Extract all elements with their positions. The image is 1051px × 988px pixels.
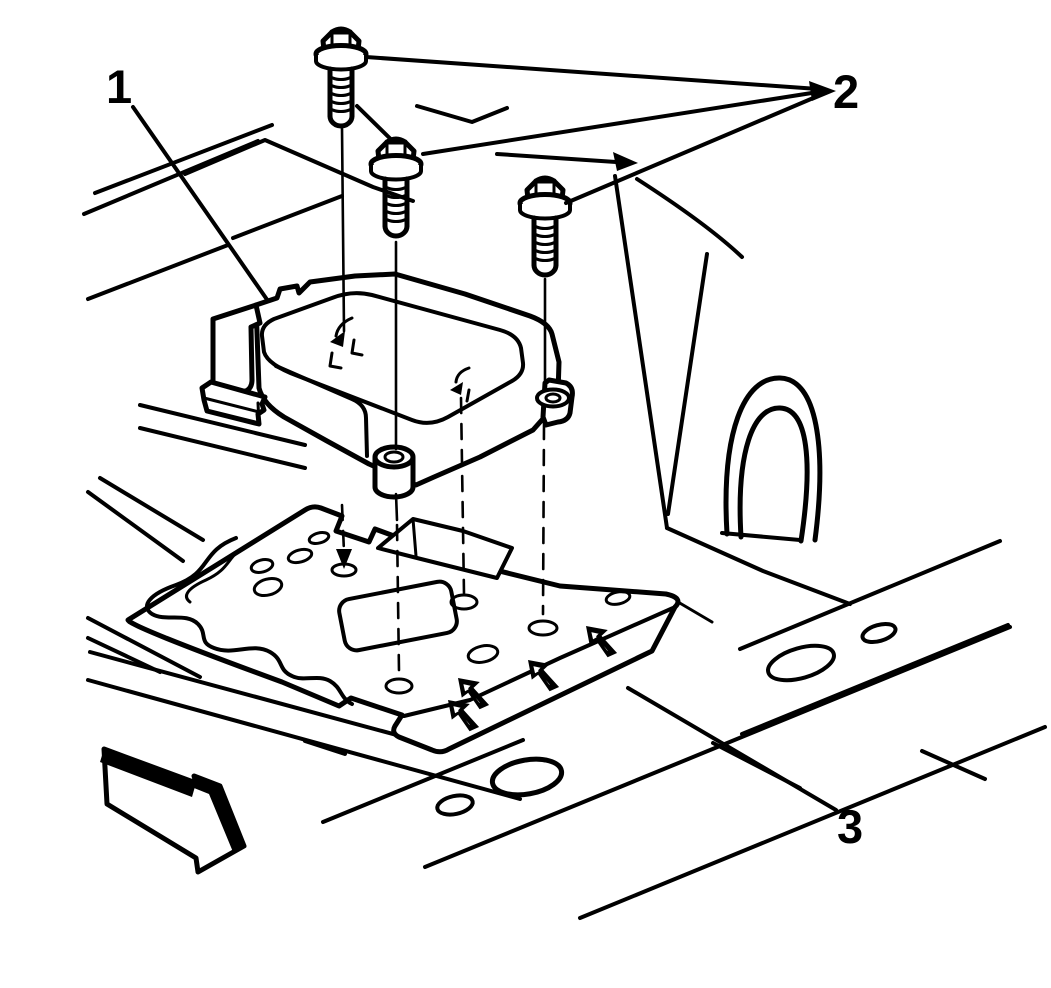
module-right-ear-washer [535,387,571,409]
sdm-module [199,271,575,500]
forward-arrow-bevel [194,779,246,852]
console-corner-line [665,526,852,606]
bracket-hole [286,547,314,565]
module-lid-outline [259,291,526,425]
bolt1-insert-arrow [336,549,352,569]
floor-rib-line [303,739,347,756]
floor-rib-line [88,650,432,746]
callouts: 1 2 3 [106,55,863,853]
floor-rib-line [231,194,344,240]
module-connector-block [210,302,263,395]
crossmember-edge-line [738,539,1002,651]
console-curve-line [635,177,744,259]
floor-rib-line [86,616,202,679]
floor-crossmember [738,539,1010,736]
hidden-hole-centerline [459,396,466,596]
bracket-tab-line [676,600,714,624]
floor-hole [489,756,565,798]
callout-2-leader [364,55,820,91]
bolt-3 [520,178,570,275]
bracket-hole [249,558,275,574]
module-stamped-arrow-icon [328,316,364,370]
callout-3-leader [626,686,838,812]
module-front-ear-washer [372,444,416,470]
panel-edge-line [415,104,509,124]
callout-1-leader [131,105,270,303]
floor-rib-line [93,123,274,195]
floor-rib-line [86,490,185,563]
callout-2-label: 2 [833,65,859,118]
forward-direction-arrow-icon [100,746,247,875]
floor-rib-line [578,725,1047,920]
bolt-1 [316,29,366,126]
forward-arrow-bevel [100,749,196,797]
floor-rib-line [98,476,205,542]
bracket-bolt-hole [527,619,559,637]
bolt1-centerline [340,126,346,333]
callout-1-label: 1 [106,60,132,113]
bracket-hole [466,644,500,664]
panel-edge-line [495,152,618,164]
mounting-bracket [125,504,714,755]
bracket-stamped-contour [145,536,354,706]
console-edge-line [666,252,709,516]
floor-rib-line [321,738,525,824]
arch-base-line [720,531,802,542]
floor-pan-lines [82,104,1047,920]
crossmember-hole [766,643,836,683]
module-connector-foot-line [202,396,261,426]
crossmember-edge-line [740,623,1010,736]
floor-rib-line [138,403,307,447]
bracket-pocket-fold [411,517,418,558]
panel-edge-dart [613,152,638,171]
floor-rib-line [138,426,307,470]
bolt3-centerline-hidden [541,422,546,616]
callout-3-label: 3 [837,800,863,853]
bracket-hole [252,576,284,598]
floor-hole [435,793,475,817]
crossmember-hole [860,621,898,645]
panel-edge-line [183,138,415,203]
bracket-hole [307,531,331,545]
floor-arch [720,375,823,544]
console-edge-line [613,174,669,530]
bracket-outline [125,504,681,755]
module-front-ear-hole [383,450,405,464]
callout-2-arrowhead [809,81,836,101]
bracket-stamped-contour [185,543,250,604]
bolt2-centerline [394,492,399,522]
arch-outer-line [723,375,823,543]
bracket-hole [604,590,632,606]
floor-rib-line [920,749,987,781]
bolt1-centerline-hidden [340,503,346,554]
module-stamped-arrow-icon [450,366,471,403]
bracket-flange-fold [402,606,675,718]
floor-rib-line [86,243,230,301]
module-right-ear-hole [544,392,562,404]
console-panel [613,174,852,606]
arch-inner-line [737,405,810,544]
callout-2-leader [564,94,820,205]
bolt-centerlines [336,126,547,674]
callout-2-leader [421,90,820,156]
module-connector-foot [199,379,268,427]
module-face-line [274,364,369,458]
bracket-bolt-hole [384,677,414,695]
